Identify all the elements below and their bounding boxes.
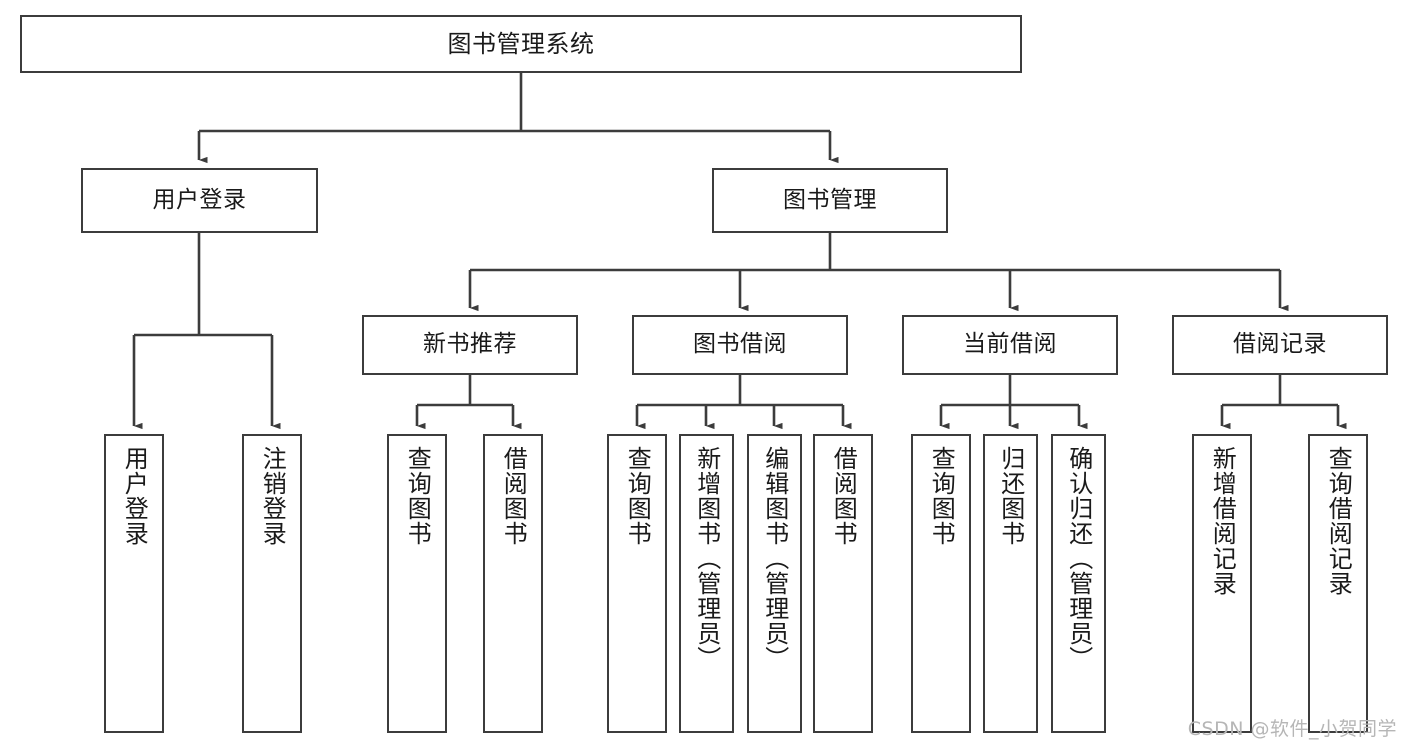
node-label: 查询图书 <box>403 446 432 546</box>
node-root-system[interactable]: 图书管理系统 <box>20 15 1022 73</box>
node-label: 用户登录 <box>120 446 149 546</box>
node-label: 新增图书（管理员） <box>692 446 721 671</box>
node-label: 编辑图书（管理员） <box>760 446 789 671</box>
node-borrow-record[interactable]: 借阅记录 <box>1172 315 1388 375</box>
node-label: 借阅记录 <box>1233 331 1327 358</box>
leaf-add-book-admin[interactable]: 新增图书（管理员） <box>679 434 734 733</box>
node-book-borrow[interactable]: 图书借阅 <box>632 315 848 375</box>
node-label: 查询借阅记录 <box>1324 446 1353 596</box>
leaf-confirm-return-admin[interactable]: 确认归还（管理员） <box>1051 434 1106 733</box>
node-label: 借阅图书 <box>829 446 858 546</box>
node-user-login[interactable]: 用户登录 <box>81 168 318 233</box>
node-label: 用户登录 <box>152 186 247 213</box>
node-label: 图书借阅 <box>693 331 787 358</box>
node-book-management[interactable]: 图书管理 <box>712 168 948 233</box>
leaf-query-book-recommend[interactable]: 查询图书 <box>387 434 447 733</box>
node-new-book-recommend[interactable]: 新书推荐 <box>362 315 578 375</box>
leaf-logout-login[interactable]: 注销登录 <box>242 434 302 733</box>
leaf-query-borrow-record[interactable]: 查询借阅记录 <box>1308 434 1368 733</box>
node-label: 新书推荐 <box>423 331 517 358</box>
node-label: 查询图书 <box>623 446 652 546</box>
node-label: 确认归还（管理员） <box>1064 446 1093 671</box>
node-label: 归还图书 <box>996 446 1025 546</box>
leaf-query-book-borrow[interactable]: 查询图书 <box>607 434 667 733</box>
leaf-borrow-book[interactable]: 借阅图书 <box>813 434 873 733</box>
leaf-edit-book-admin[interactable]: 编辑图书（管理员） <box>747 434 802 733</box>
node-label: 图书管理系统 <box>447 29 595 58</box>
node-label: 借阅图书 <box>499 446 528 546</box>
leaf-return-book[interactable]: 归还图书 <box>983 434 1038 733</box>
leaf-borrow-book-recommend[interactable]: 借阅图书 <box>483 434 543 733</box>
node-label: 新增借阅记录 <box>1208 446 1237 596</box>
watermark: CSDN @软件_小贺同学 <box>1187 718 1397 740</box>
node-label: 图书管理 <box>783 186 877 213</box>
node-current-borrow[interactable]: 当前借阅 <box>902 315 1118 375</box>
node-label: 查询图书 <box>927 446 956 546</box>
leaf-add-borrow-record[interactable]: 新增借阅记录 <box>1192 434 1252 733</box>
leaf-query-book-current[interactable]: 查询图书 <box>911 434 971 733</box>
leaf-user-login[interactable]: 用户登录 <box>104 434 164 733</box>
node-label: 当前借阅 <box>963 331 1057 358</box>
node-label: 注销登录 <box>258 446 287 546</box>
